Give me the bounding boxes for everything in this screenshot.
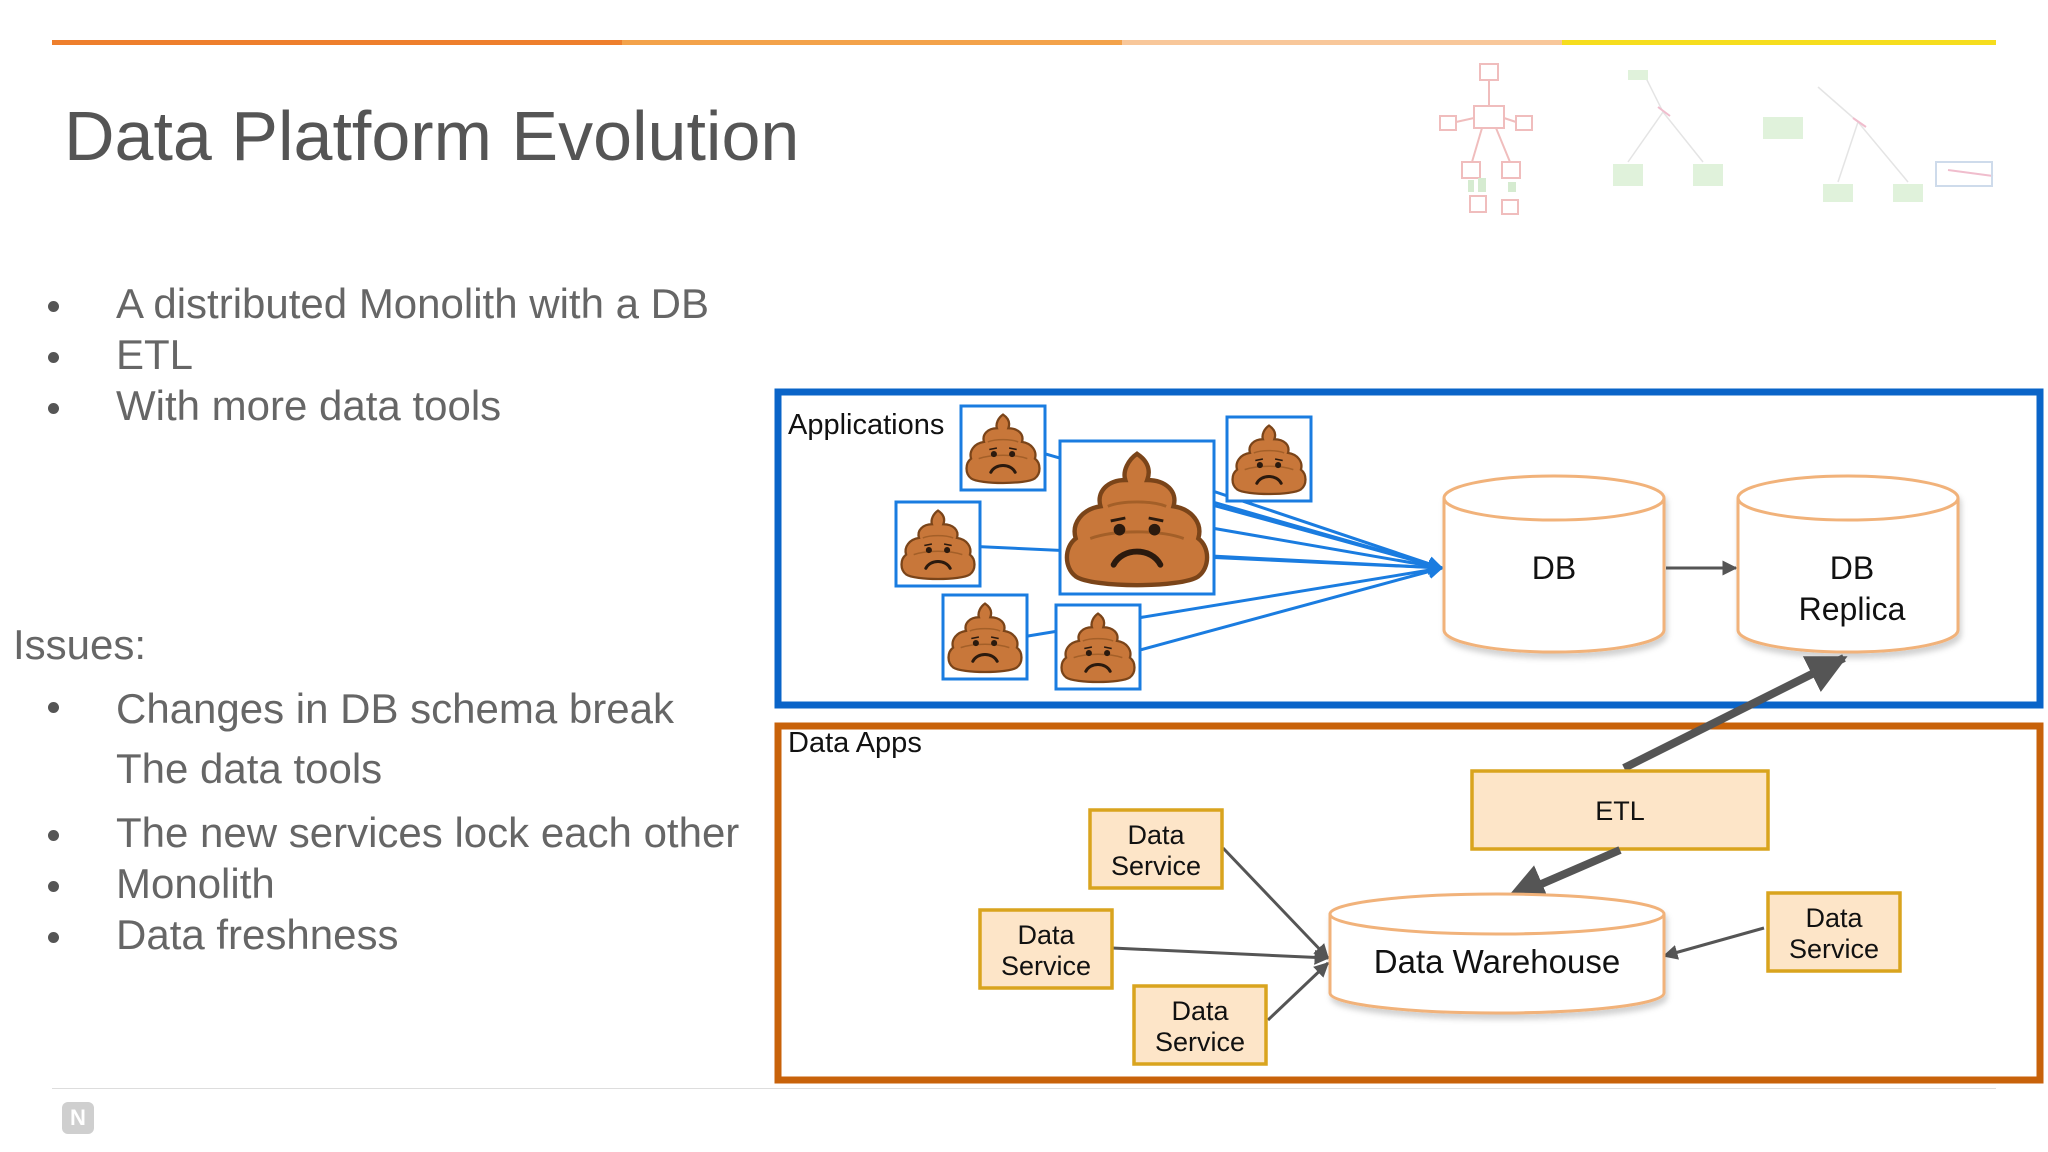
issue-text: Data freshness <box>116 911 399 958</box>
data-service-label: Data <box>1017 920 1075 950</box>
slide-title: Data Platform Evolution <box>64 97 800 175</box>
accent-segment-2 <box>622 40 1122 45</box>
data-warehouse-cylinder <box>1328 892 1666 1015</box>
accent-segment-1 <box>52 40 622 45</box>
accent-segment-4 <box>1562 40 1996 45</box>
data-service-box: Data Service <box>1766 891 1902 973</box>
architecture-thumbnails <box>1439 63 1994 215</box>
data-service-label-line2: Service <box>1155 1027 1245 1057</box>
accent-bar <box>52 40 1996 45</box>
app-icon-4 <box>941 593 1029 681</box>
bullet-dot <box>48 352 59 363</box>
bullet-dot <box>48 403 59 414</box>
issues-heading: Issues: <box>13 621 147 668</box>
service-to-warehouse-arrow <box>1266 961 1330 1022</box>
data-service-label: Data <box>1805 903 1863 933</box>
db-replica-cylinder <box>1736 474 1960 654</box>
app-icon-1 <box>959 404 1047 492</box>
bullet-text: ETL <box>116 331 194 378</box>
data-service-box: Data Service <box>978 908 1114 990</box>
footer-logo-icon: N <box>62 1102 94 1134</box>
bullet-dot <box>48 932 59 943</box>
etl-to-replica-arrow <box>1622 654 1848 772</box>
app-icon-2 <box>894 500 982 588</box>
issue-item: The new services lock each other <box>40 807 739 858</box>
app-to-db-arrow <box>1139 564 1444 652</box>
issue-item: Data freshness <box>40 909 739 960</box>
db-replica-label: DB <box>1830 550 1874 586</box>
app-to-db-arrow <box>1193 498 1444 572</box>
data-service-label: Data <box>1171 996 1229 1026</box>
data-warehouse-label: Data Warehouse <box>1374 943 1620 980</box>
etl-to-warehouse-arrow <box>1505 846 1622 903</box>
data-service-label-line2: Service <box>1789 934 1879 964</box>
service-to-warehouse-arrow <box>1111 946 1330 965</box>
etl-label: ETL <box>1595 796 1645 826</box>
issue-text: Changes in DB schema break <box>116 685 674 732</box>
data-service-box: Data Service <box>1088 808 1224 890</box>
service-to-warehouse-arrow <box>1662 926 1765 960</box>
data-service-label: Data <box>1127 820 1185 850</box>
db-cylinder <box>1442 474 1666 654</box>
footer-divider <box>52 1088 1996 1089</box>
accent-segment-3 <box>1122 40 1562 45</box>
app-icon-3 <box>1225 415 1313 503</box>
issue-text: The new services lock each other <box>116 809 740 856</box>
data-service-label-line2: Service <box>1001 951 1091 981</box>
issue-text-continuation: The data tools <box>116 745 383 792</box>
db-replica-label-line2: Replica <box>1799 591 1906 627</box>
data-service-label-line2: Service <box>1111 851 1201 881</box>
bullet-item: With more data tools <box>40 380 709 431</box>
bullet-dot <box>48 702 59 713</box>
bullet-dot <box>48 881 59 892</box>
applications-label: Applications <box>788 409 944 441</box>
architecture-diagram: Applications Data Apps <box>774 388 2044 1084</box>
etl-box <box>1470 769 1770 851</box>
app-icon-5 <box>1054 603 1142 691</box>
bullet-item: ETL <box>40 329 709 380</box>
data-service-box: Data Service <box>1132 984 1268 1066</box>
issue-item: Monolith <box>40 858 739 909</box>
issue-text: Monolith <box>116 860 275 907</box>
bullet-item: A distributed Monolith with a DB <box>40 278 709 329</box>
bullet-dot <box>48 830 59 841</box>
bullet-dot <box>48 301 59 312</box>
db-label: DB <box>1532 550 1576 586</box>
bullet-text: With more data tools <box>116 382 502 429</box>
app-icon-main <box>1058 439 1216 596</box>
bullet-text: A distributed Monolith with a DB <box>116 280 709 327</box>
bullet-list: A distributed Monolith with a DB ETL Wit… <box>40 278 709 431</box>
data-apps-label: Data Apps <box>788 727 922 759</box>
service-to-warehouse-arrow <box>1221 846 1330 960</box>
